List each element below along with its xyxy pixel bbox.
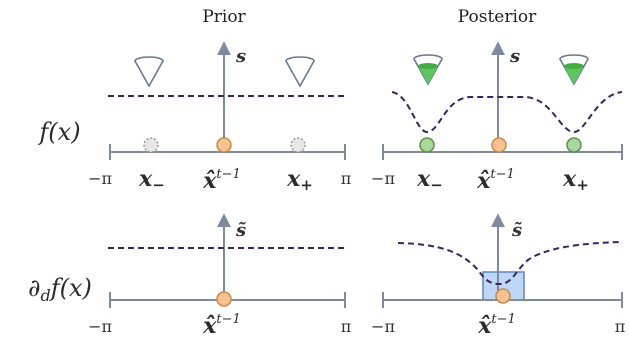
posterior-bottom-s-tilde-label: s̃ (511, 220, 522, 241)
prior-top-neg-pi: −π (88, 169, 112, 188)
posterior-label-center: x̂t−1 (476, 167, 515, 194)
prior-label-minus: x− (138, 166, 165, 194)
prior-top-panel: s −π π x− x̂t−1 x+ (88, 41, 352, 194)
title-prior: Prior (202, 7, 246, 27)
posterior-label-minus: x− (416, 166, 443, 194)
posterior-derivative-curve (397, 241, 623, 286)
prior-unknown-point-minus (143, 137, 159, 153)
posterior-observed-point-minus (419, 137, 435, 153)
posterior-top-neg-pi: −π (371, 169, 395, 188)
posterior-bottom-panel: s̃ −π π x̂t−1 (371, 213, 626, 339)
posterior-bottom-label-center: x̂t−1 (477, 312, 516, 339)
prior-center-point (216, 137, 232, 153)
posterior-bottom-pi: π (615, 317, 626, 336)
prior-top-pi: π (341, 169, 352, 188)
cone-filled-icon (413, 54, 443, 86)
posterior-bottom-neg-pi: −π (371, 317, 395, 336)
posterior-top-s-label: s (509, 46, 520, 67)
prior-bottom-s-tilde-label: s̃ (235, 220, 246, 241)
cone-filled-icon (559, 54, 589, 86)
row-label-f: f(x) (37, 118, 80, 146)
posterior-observed-point-plus (566, 137, 582, 153)
posterior-center-point (491, 137, 507, 153)
prior-label-center: x̂t−1 (202, 167, 241, 194)
row-label-df: ∂df(x) (28, 274, 92, 305)
title-posterior: Posterior (458, 7, 537, 27)
posterior-mean-curve (391, 91, 623, 134)
posterior-label-plus: x+ (562, 166, 589, 194)
prior-bottom-pi: π (341, 317, 352, 336)
prior-bottom-panel: s̃ −π π x̂t−1 (88, 213, 352, 339)
posterior-top-panel: s −π x− x̂t−1 x+ (371, 41, 623, 194)
prior-bottom-center-point (216, 291, 232, 307)
posterior-bottom-center-point (495, 288, 511, 304)
prior-bottom-neg-pi: −π (88, 317, 112, 336)
prior-top-s-label: s (235, 46, 246, 67)
prior-unknown-point-plus (290, 137, 306, 153)
prior-label-plus: x+ (286, 166, 313, 194)
cone-icon (285, 56, 315, 88)
prior-bottom-label-center: x̂t−1 (202, 312, 241, 339)
cone-icon (134, 56, 164, 88)
